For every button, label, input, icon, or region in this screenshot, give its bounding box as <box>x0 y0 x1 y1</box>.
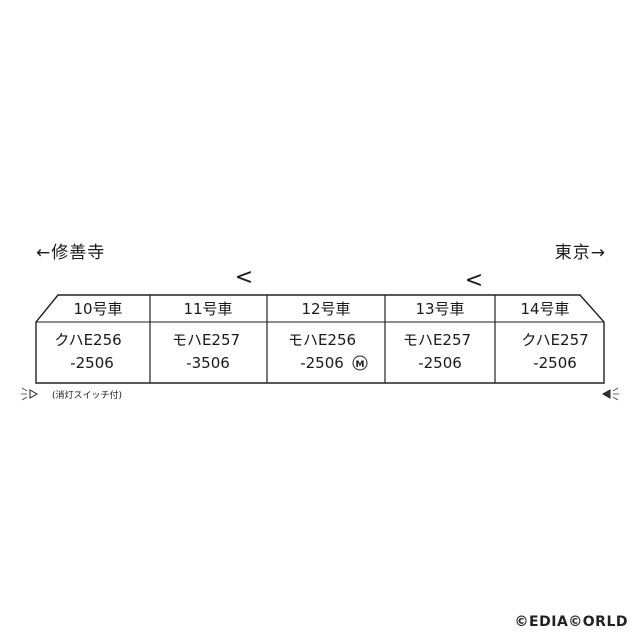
car-serial: -2506 <box>70 354 114 372</box>
car-model: クハE257 <box>521 331 588 349</box>
car-10: 10号車 クハE256 -2506 <box>54 300 122 372</box>
brand-logo: ©EDIA©ORLD <box>514 614 628 630</box>
car-number: 10号車 <box>73 300 122 318</box>
car-serial: -2506 <box>418 354 462 372</box>
car-model: モハE257 <box>403 331 471 349</box>
car-11: 11号車 モハE257 -3506 <box>172 300 240 372</box>
car-number: 14号車 <box>520 300 569 318</box>
car-number: 12号車 <box>301 300 350 318</box>
direction-right-label: 東京→ <box>554 243 606 263</box>
car-serial: -2506 <box>533 354 577 372</box>
car-serial: -2506 <box>300 354 344 372</box>
light-switch-note: (消灯スイッチ付) <box>52 389 122 401</box>
taillight-icon <box>601 387 619 401</box>
motor-badge-icon <box>352 355 368 371</box>
direction-left-label: ←修善寺 <box>36 243 106 263</box>
car-12: 12号車 モハE256 -2506 M <box>288 300 368 372</box>
car-serial: -3506 <box>186 354 230 372</box>
car-13: 13号車 モハE257 -2506 <box>403 300 471 372</box>
car-model: クハE256 <box>54 331 121 349</box>
headlight-icon <box>21 387 39 401</box>
car-number: 13号車 <box>415 300 464 318</box>
car-model: モハE256 <box>288 331 356 349</box>
pantograph-mark: < <box>235 265 253 290</box>
car-14: 14号車 クハE257 -2506 <box>520 300 588 372</box>
car-number: 11号車 <box>183 300 232 318</box>
pantograph-mark: < <box>465 268 483 293</box>
motor-badge-label: M <box>356 360 365 370</box>
car-model: モハE257 <box>172 331 240 349</box>
